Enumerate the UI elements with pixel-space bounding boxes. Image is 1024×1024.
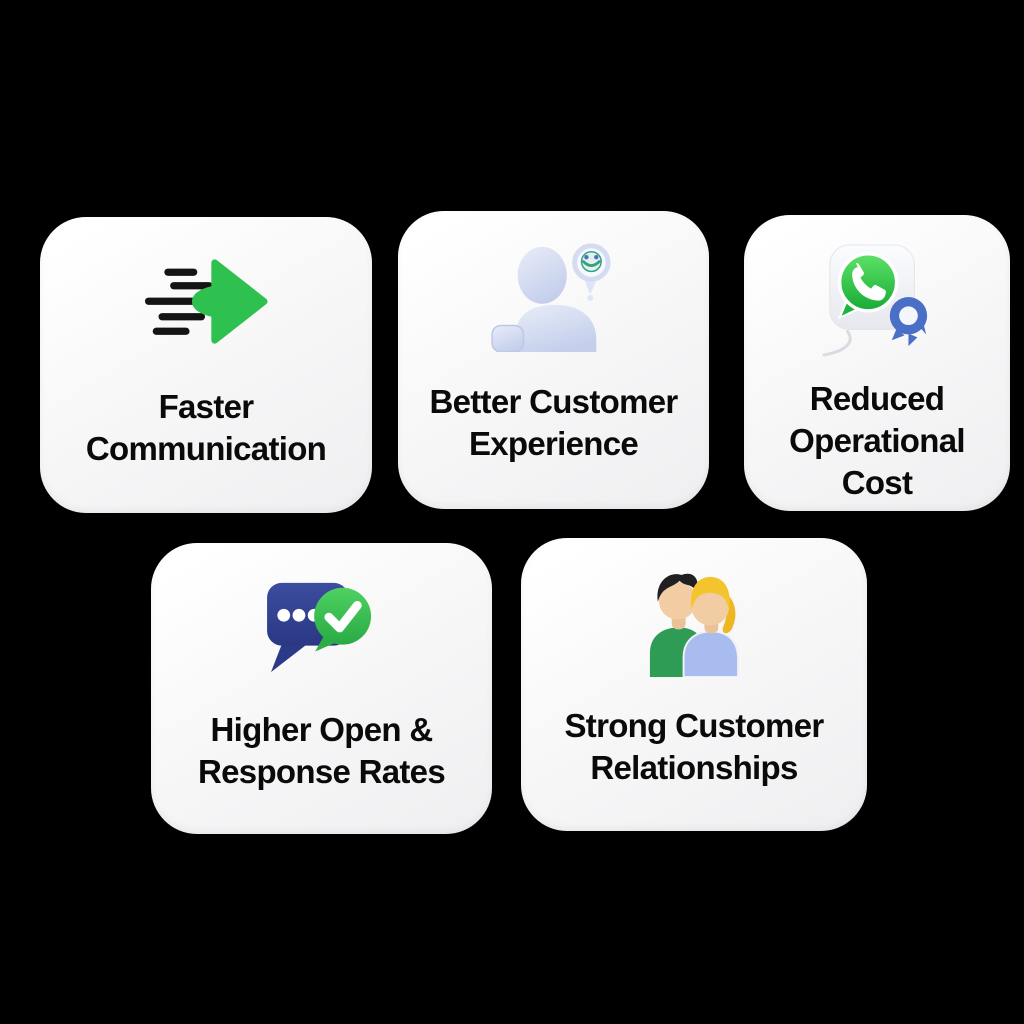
card-title-line: Reduced xyxy=(809,379,945,417)
card-title: Strong Customer Relationships xyxy=(521,705,867,789)
card-icon-area xyxy=(40,232,372,371)
two-people-icon xyxy=(649,573,740,677)
card-faster-communication: Faster Communication xyxy=(40,217,372,513)
card-title-line: Faster xyxy=(158,387,255,425)
person-idea-bubble-icon xyxy=(490,243,610,353)
card-icon-area xyxy=(744,230,1010,369)
card-icon-area xyxy=(521,553,867,691)
card-icon-area xyxy=(151,558,492,695)
card-title-line: Higher Open & xyxy=(210,710,434,748)
card-title-line: Response Rates xyxy=(198,752,446,790)
speed-arrow-icon xyxy=(144,259,268,344)
card-reduced-operational-cost: Reduced Operational Cost xyxy=(744,215,1010,511)
card-strong-customer-relationships: Strong Customer Relationships xyxy=(521,538,867,831)
card-title-line: Relationships xyxy=(590,749,798,786)
card-icon-area xyxy=(398,226,709,366)
card-higher-open-response-rates: Higher Open & Response Rates xyxy=(151,543,492,834)
chat-bubble-check-icon xyxy=(266,582,371,673)
card-title-line: Communication xyxy=(85,429,327,467)
card-title-line: Operational xyxy=(789,421,965,459)
card-title-line: Better Customer xyxy=(429,382,678,420)
card-title: Higher Open & Response Rates xyxy=(151,709,492,793)
card-better-customer-experience: Better Customer Experience xyxy=(398,211,709,509)
card-title-line: Cost xyxy=(841,463,913,501)
card-title: Better Customer Experience xyxy=(398,381,709,465)
card-title-line: Strong Customer xyxy=(564,707,824,744)
whatsapp-gear-badge-icon xyxy=(822,244,928,357)
card-title: Reduced Operational Cost xyxy=(744,378,1010,504)
card-title: Faster Communication xyxy=(40,386,372,470)
card-title-line: Experience xyxy=(468,424,639,462)
